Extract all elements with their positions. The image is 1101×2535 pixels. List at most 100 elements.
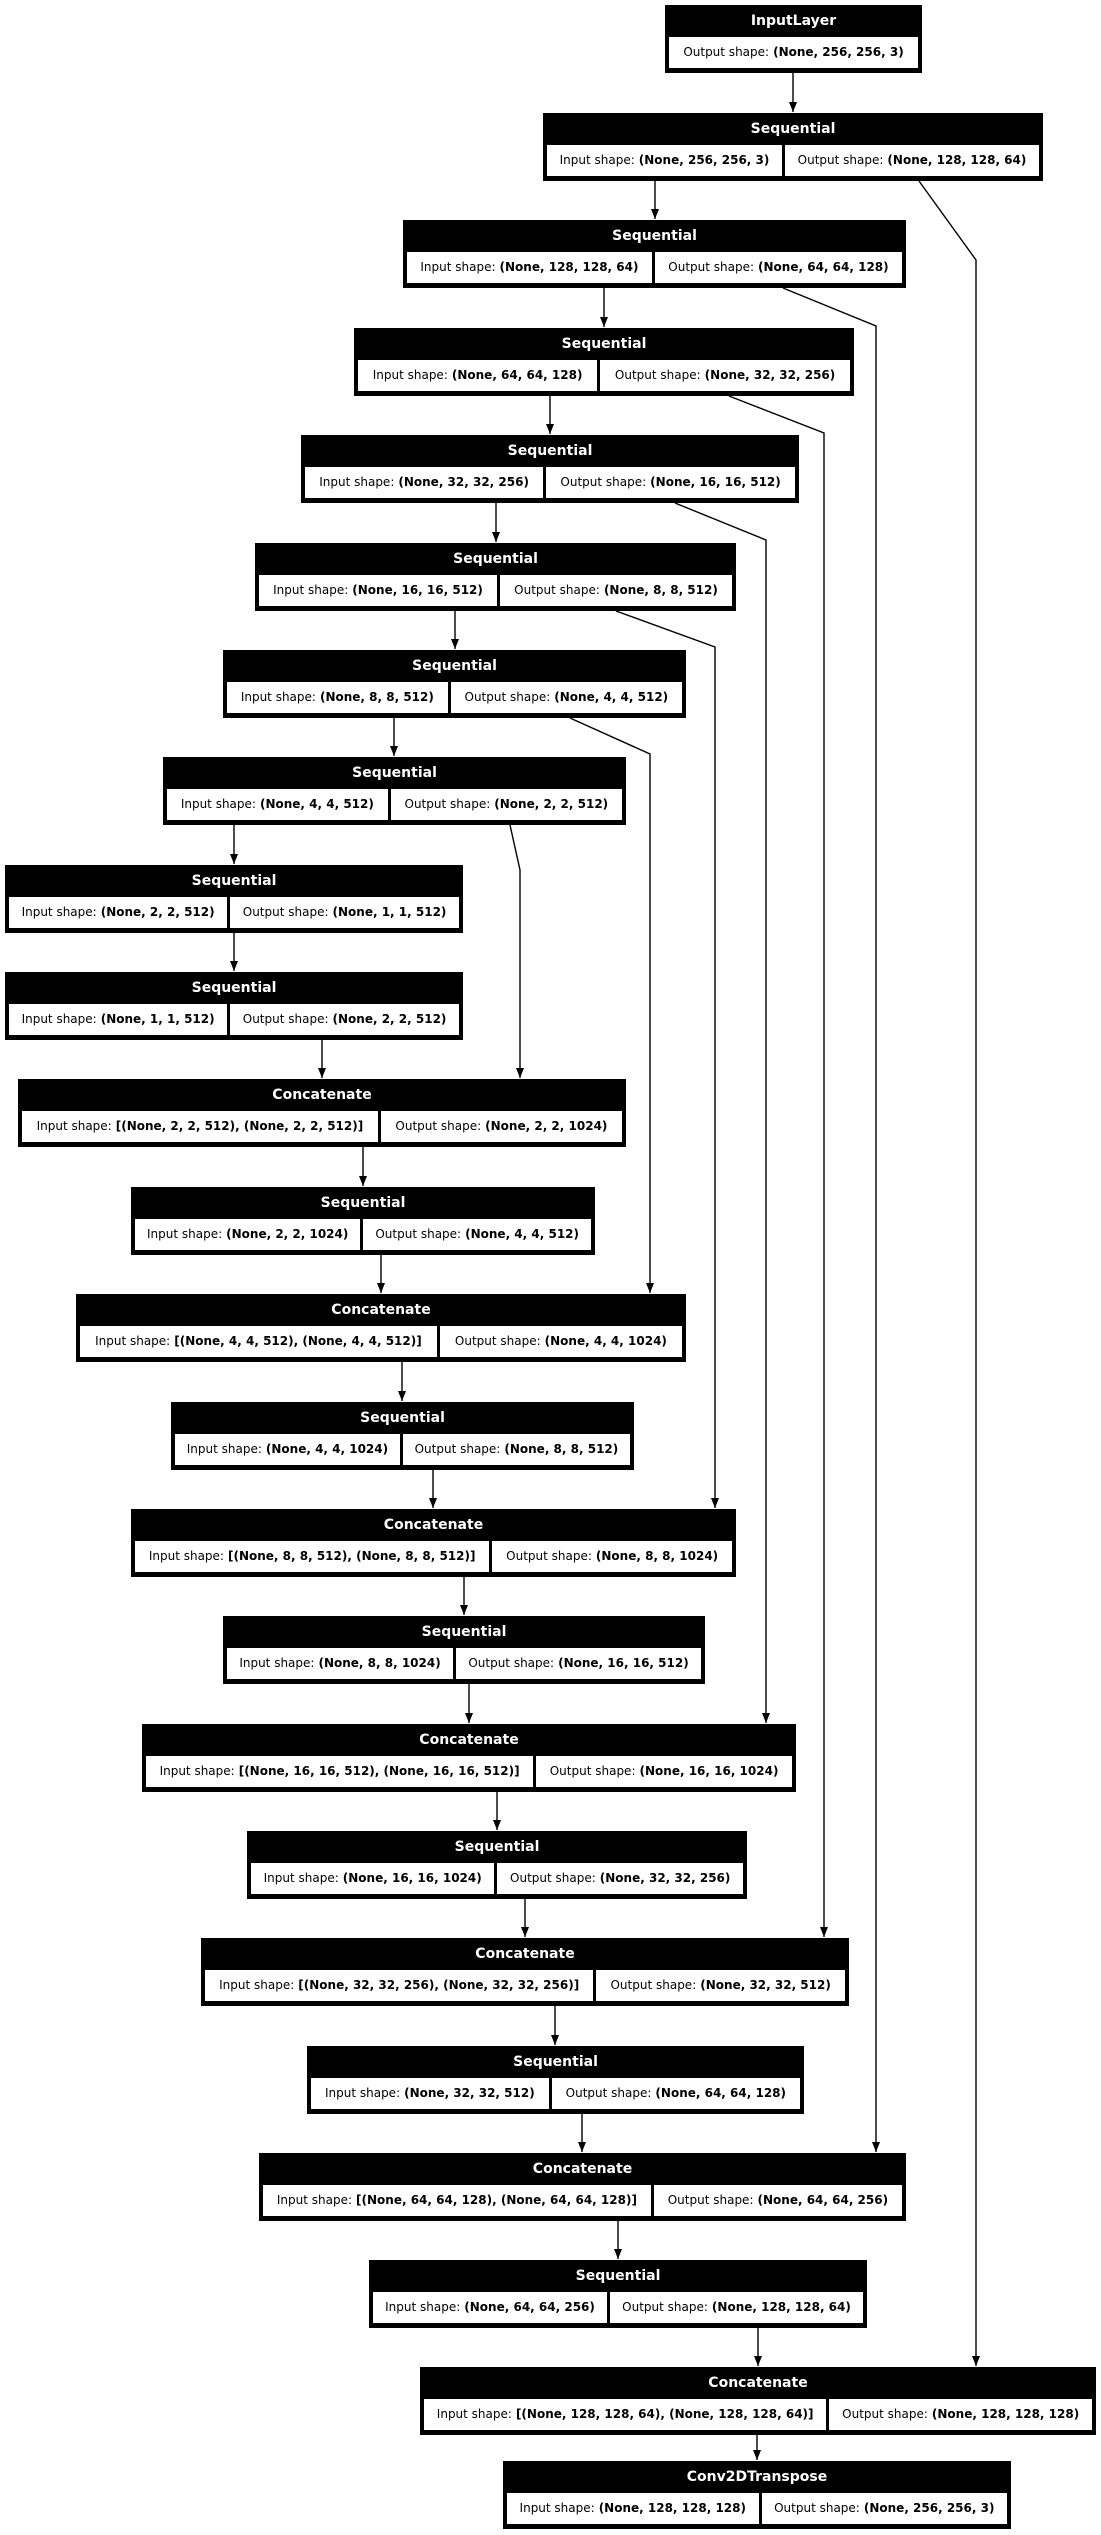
node-title: Sequential: [453, 551, 538, 567]
input-shape-label: Input shape:: [559, 153, 635, 167]
output-shape-cell: Output shape:(None, 4, 4, 1024): [439, 1326, 682, 1357]
input-shape-value: (None, 32, 32, 512): [404, 2086, 535, 2100]
input-shape-cell: Input shape:(None, 64, 64, 256): [373, 2292, 608, 2323]
input-shape-value: (None, 2, 2, 512): [100, 905, 215, 919]
node-title: InputLayer: [750, 13, 837, 29]
node-sequential-6: Sequential Input shape:(None, 8, 8, 512)…: [223, 650, 686, 718]
output-shape-cell: Output shape:(None, 8, 8, 512): [402, 1434, 630, 1465]
output-shape-cell: Output shape:(None, 64, 64, 128): [654, 252, 903, 283]
output-shape-label: Output shape:: [667, 2193, 754, 2207]
output-shape-cell: Output shape:(None, 128, 128, 64): [785, 145, 1040, 176]
node-concatenate-7: Concatenate Input shape:[(None, 128, 128…: [420, 2367, 1096, 2435]
input-shape-label: Input shape:: [219, 1978, 295, 1992]
node-sequential-14: Sequential Input shape:(None, 32, 32, 51…: [307, 2046, 804, 2114]
output-shape-label: Output shape:: [622, 2300, 708, 2314]
output-shape-cell: Output shape:(None, 64, 64, 256): [653, 2185, 902, 2216]
input-shape-value: (None, 8, 8, 1024): [318, 1656, 441, 1670]
input-shape-value: [(None, 2, 2, 512), (None, 2, 2, 512)]: [115, 1119, 364, 1133]
input-shape-value: [(None, 64, 64, 128), (None, 64, 64, 128…: [356, 2193, 637, 2207]
input-shape-value: (None, 4, 4, 1024): [265, 1442, 389, 1456]
output-shape-label: Output shape:: [375, 1227, 462, 1241]
input-shape-label: Input shape:: [420, 260, 496, 274]
input-shape-cell: Input shape:(None, 32, 32, 256): [305, 467, 544, 498]
output-shape-cell: Output shape:(None, 16, 16, 512): [456, 1648, 701, 1679]
output-shape-cell: Output shape:(None, 8, 8, 1024): [492, 1541, 732, 1572]
input-shape-label: Input shape:: [239, 1656, 315, 1670]
output-shape-value: (None, 8, 8, 512): [603, 583, 718, 597]
node-sequential-10: Sequential Input shape:(None, 2, 2, 1024…: [131, 1187, 595, 1255]
input-shape-label: Input shape:: [21, 1012, 97, 1026]
input-shape-value: (None, 4, 4, 512): [259, 797, 374, 811]
node-sequential-3: Sequential Input shape:(None, 64, 64, 12…: [354, 328, 854, 396]
output-shape-cell: Output shape:(None, 2, 2, 1024): [380, 1111, 622, 1142]
input-shape-cell: Input shape:(None, 128, 128, 64): [407, 252, 652, 283]
node-title: Sequential: [750, 121, 836, 137]
input-shape-cell: Input shape:(None, 8, 8, 512): [227, 682, 448, 713]
edge-skip-seq5-concat3: [615, 610, 719, 1508]
node-title: Concatenate: [383, 1517, 484, 1533]
output-shape-value: (None, 8, 8, 1024): [595, 1549, 719, 1563]
input-shape-label: Input shape:: [372, 368, 448, 382]
input-shape-label: Input shape:: [95, 1334, 171, 1348]
input-shape-cell: Input shape:[(None, 8, 8, 512), (None, 8…: [135, 1541, 490, 1572]
output-shape-value: (None, 32, 32, 512): [700, 1978, 831, 1992]
output-shape-label: Output shape:: [464, 690, 551, 704]
output-shape-value: (None, 64, 64, 128): [758, 260, 889, 274]
input-shape-label: Input shape:: [263, 1871, 339, 1885]
input-shape-label: Input shape:: [146, 1227, 223, 1241]
input-shape-cell: Input shape:[(None, 32, 32, 256), (None,…: [205, 1970, 594, 2001]
input-shape-cell: Input shape:(None, 256, 256, 3): [547, 145, 783, 176]
node-title: Sequential: [507, 443, 593, 459]
edge-skip-seq3-concat5: [728, 395, 828, 1937]
input-shape-label: Input shape:: [148, 1549, 224, 1563]
node-title: Concatenate: [331, 1302, 431, 1318]
node-title: Concatenate: [419, 1732, 519, 1748]
node-title: Sequential: [612, 228, 697, 244]
input-shape-cell: Input shape:[(None, 2, 2, 512), (None, 2…: [22, 1111, 378, 1142]
output-shape-label: Output shape:: [506, 1549, 592, 1563]
output-shape-label: Output shape:: [242, 1012, 329, 1026]
input-shape-cell: Input shape:(None, 16, 16, 1024): [251, 1863, 495, 1894]
input-shape-label: Input shape:: [436, 2407, 512, 2421]
node-sequential-11: Sequential Input shape:(None, 4, 4, 1024…: [171, 1402, 634, 1470]
node-sequential-8: Sequential Input shape:(None, 2, 2, 512)…: [5, 865, 463, 933]
input-shape-label: Input shape:: [180, 797, 256, 811]
output-shape-cell: Output shape:(None, 64, 64, 128): [551, 2078, 800, 2109]
output-shape-label: Output shape:: [560, 475, 647, 489]
node-title: Sequential: [191, 980, 277, 996]
output-shape-value: (None, 1, 1, 512): [332, 905, 447, 919]
node-concatenate-4: Concatenate Input shape:[(None, 16, 16, …: [142, 1724, 796, 1792]
output-shape-cell: Output shape:(None, 4, 4, 512): [450, 682, 682, 713]
input-shape-value: [(None, 4, 4, 512), (None, 4, 4, 512)]: [174, 1334, 422, 1348]
input-shape-cell: Input shape:(None, 4, 4, 512): [167, 789, 388, 820]
output-shape-value: (None, 8, 8, 512): [504, 1442, 619, 1456]
node-sequential-12: Sequential Input shape:(None, 8, 8, 1024…: [223, 1616, 705, 1684]
input-shape-cell: Input shape:(None, 2, 2, 512): [9, 897, 228, 928]
node-sequential-13: Sequential Input shape:(None, 16, 16, 10…: [247, 1831, 747, 1899]
input-shape-label: Input shape:: [273, 583, 349, 597]
input-shape-cell: Input shape:(None, 128, 128, 128): [507, 2493, 759, 2524]
output-shape-label: Output shape:: [454, 1334, 541, 1348]
output-shape-value: (None, 16, 16, 512): [650, 475, 781, 489]
output-shape-label: Output shape:: [510, 1871, 596, 1885]
input-shape-value: [(None, 128, 128, 64), (None, 128, 128, …: [515, 2407, 814, 2421]
node-title: Sequential: [352, 765, 437, 781]
output-shape-cell: Output shape:(None, 8, 8, 512): [500, 575, 732, 606]
output-shape-label: Output shape:: [842, 2407, 928, 2421]
output-shape-cell: Output shape:(None, 2, 2, 512): [230, 1004, 459, 1035]
output-shape-value: (None, 32, 32, 256): [599, 1871, 731, 1885]
output-shape-cell: Output shape:(None, 2, 2, 512): [390, 789, 622, 820]
output-shape-value: (None, 2, 2, 512): [494, 797, 609, 811]
node-title: Sequential: [320, 1195, 406, 1211]
output-shape-label: Output shape:: [414, 1442, 501, 1456]
output-shape-value: (None, 128, 128, 128): [931, 2407, 1080, 2421]
input-shape-label: Input shape:: [276, 2193, 353, 2207]
output-shape-value: (None, 128, 128, 64): [887, 153, 1027, 167]
input-shape-cell: Input shape:(None, 1, 1, 512): [9, 1004, 228, 1035]
edge-skip-seq1-concat7: [918, 180, 980, 2366]
input-shape-cell: Input shape:[(None, 16, 16, 512), (None,…: [146, 1756, 534, 1787]
input-shape-value: (None, 1, 1, 512): [100, 1012, 215, 1026]
output-shape-label: Output shape:: [610, 1978, 697, 1992]
node-title: Concatenate: [532, 2161, 633, 2177]
